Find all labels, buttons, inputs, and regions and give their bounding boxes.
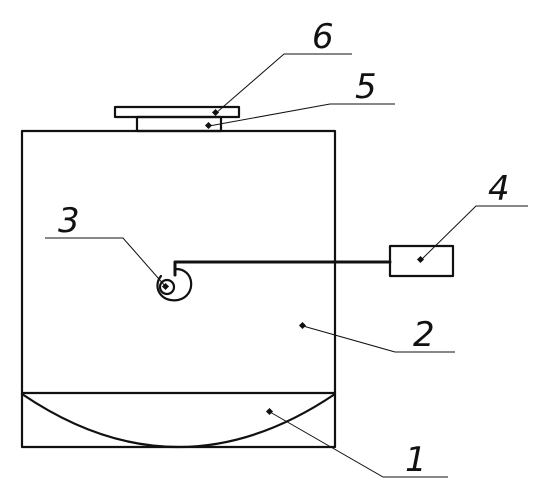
callout-label-6: 6 bbox=[312, 17, 334, 57]
marker-dot-1 bbox=[265, 407, 274, 416]
lid-flange bbox=[113, 105, 241, 119]
callout-label-1: 1 bbox=[405, 440, 427, 480]
tank-body bbox=[20, 129, 337, 449]
leader-line-2 bbox=[302, 325, 455, 353]
leader-line-6 bbox=[215, 53, 352, 114]
stirrer-ring bbox=[158, 278, 176, 296]
control-box bbox=[388, 244, 455, 278]
callout-label-4: 4 bbox=[488, 169, 510, 209]
leader-line-3 bbox=[45, 237, 167, 288]
marker-dot-4 bbox=[416, 255, 425, 264]
curved-bottom bbox=[20, 392, 337, 448]
leader-line-1 bbox=[269, 411, 448, 478]
marker-dot-2 bbox=[298, 321, 307, 330]
callout-label-2: 2 bbox=[413, 315, 435, 355]
pipe bbox=[173, 260, 392, 277]
marker-dot-5 bbox=[204, 121, 213, 130]
leader-line-5 bbox=[208, 103, 395, 127]
callout-label-3: 3 bbox=[58, 201, 80, 241]
leader-line-4 bbox=[420, 205, 528, 261]
stirrer-coil bbox=[156, 267, 193, 302]
marker-dot-6 bbox=[211, 108, 220, 117]
callout-label-5: 5 bbox=[355, 67, 377, 107]
